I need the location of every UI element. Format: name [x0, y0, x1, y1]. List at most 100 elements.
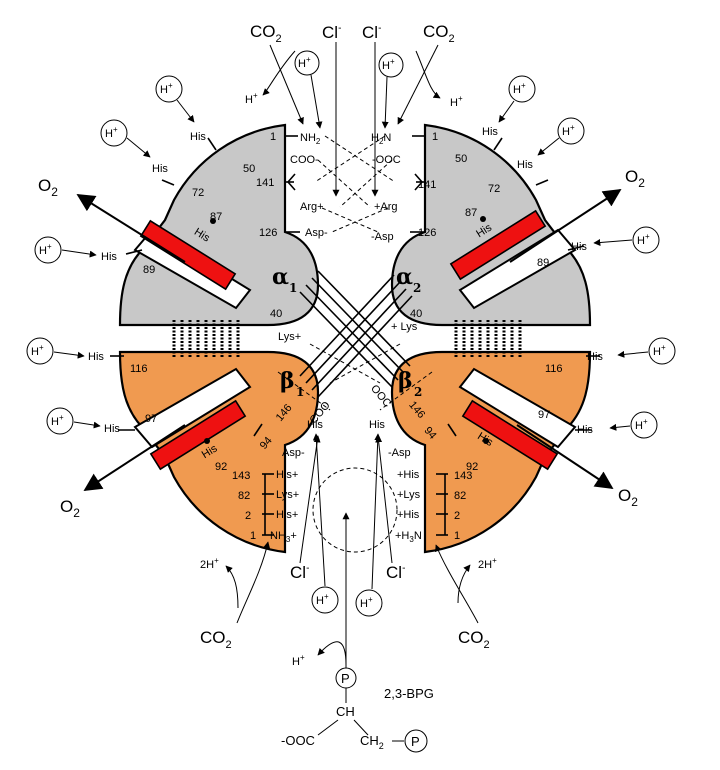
- beta1-label: β: [280, 368, 295, 394]
- h-plus: H+: [637, 232, 650, 247]
- alpha2-subunit: [390, 123, 592, 327]
- cl-top-right: Cl-: [362, 23, 381, 42]
- num: 126: [418, 227, 436, 239]
- o2-top-left: O2: [38, 176, 58, 199]
- h-plus: H+: [635, 417, 648, 432]
- num: 1: [432, 131, 438, 143]
- asp-left: Asp-: [305, 227, 328, 239]
- num: 143: [232, 470, 250, 482]
- bpg-structure: P CH -OOC CH2 P 2,3-BPG: [281, 667, 434, 753]
- num: 92: [466, 461, 478, 473]
- alpha2-beta2-contact: [454, 320, 522, 358]
- num: 1: [454, 530, 460, 542]
- his-right-97: His: [577, 424, 593, 436]
- beta1-sub: 1: [296, 385, 304, 399]
- his-2-right: +His: [397, 509, 420, 521]
- ch-label: CH: [336, 704, 355, 719]
- nh2-left: NH2: [300, 132, 321, 146]
- coo-left: COO-: [290, 154, 319, 166]
- num: 1: [250, 530, 256, 542]
- heme-alpha2: [449, 209, 547, 281]
- alpha2-label: α: [396, 264, 413, 290]
- beta2-subunit: [390, 350, 592, 554]
- lys-right: + Lys: [391, 321, 418, 333]
- h2n-right: H2N: [371, 132, 391, 146]
- asp-94-right: -Asp: [388, 447, 411, 459]
- lys-82-right: +Lys: [397, 489, 421, 501]
- his-2-left: His+: [276, 509, 298, 521]
- co2-top-left: CO2: [250, 22, 282, 45]
- num: 72: [192, 187, 204, 199]
- alpha2-beta1-contact: [299, 274, 413, 398]
- asp-right: -Asp: [371, 231, 394, 243]
- side-chain-ticks: [110, 135, 600, 536]
- num: 50: [455, 153, 467, 165]
- ooc-right: -OOC: [372, 154, 401, 166]
- heme-groups: [139, 209, 559, 471]
- h-plus: H+: [298, 55, 311, 70]
- num: 141: [256, 177, 274, 189]
- two-h-plus: 2H+: [478, 556, 497, 571]
- num: 143: [454, 470, 472, 482]
- ooc-label: -OOC: [281, 733, 315, 748]
- o2-bottom-left: O2: [60, 497, 80, 520]
- heme-iron-dots: [204, 216, 489, 444]
- h3n-right: +H3N: [395, 530, 422, 544]
- h-plus: H+: [105, 125, 118, 140]
- beta2-sub: 2: [414, 385, 422, 399]
- cl-bottom-right: Cl-: [386, 563, 405, 582]
- nh3-left: NH3+: [270, 530, 297, 544]
- num: 126: [259, 227, 277, 239]
- num: 89: [143, 264, 155, 276]
- arg-left: Arg+: [300, 201, 324, 213]
- h-plus: H+: [382, 57, 395, 72]
- lys-left: Lys+: [278, 331, 301, 343]
- h-plus: H+: [39, 242, 52, 257]
- h-plus-free: H+: [245, 91, 258, 106]
- num: 97: [145, 413, 157, 425]
- his-left-2: His: [152, 163, 168, 175]
- h-plus: H+: [51, 413, 64, 428]
- his-right-3: His: [571, 241, 587, 253]
- two-h-plus: 2H+: [200, 556, 219, 571]
- num: 141: [418, 179, 436, 191]
- num: 72: [488, 183, 500, 195]
- proton-labels: H+ H+ H+ H+ H+ H+ H+ H+ H+ H+ H+ H+ H+ H…: [31, 55, 666, 668]
- heme-alpha1: [139, 219, 237, 291]
- heme-beta1: [149, 399, 247, 471]
- his-146-right: His: [369, 419, 385, 431]
- h-plus: H+: [562, 123, 575, 138]
- alpha1-label: α: [272, 264, 289, 290]
- ooc-bottom: OOC: [368, 383, 393, 410]
- co2-top-right: CO2: [423, 22, 455, 45]
- heme-beta2: [461, 399, 559, 471]
- molecule-labels: CO2 CO2 CO2 CO2 Cl- Cl- Cl- Cl- O2 O2 O2…: [38, 22, 645, 651]
- num: 82: [238, 490, 250, 502]
- num: 89: [537, 257, 549, 269]
- proton-circles: [26, 50, 676, 617]
- alpha2-sub: 2: [413, 281, 421, 295]
- num: 2: [454, 510, 460, 522]
- h-plus: H+: [653, 343, 666, 358]
- his-right-2: His: [517, 159, 533, 171]
- h-plus: H+: [31, 343, 44, 358]
- phosphate-label: P: [411, 734, 420, 749]
- his-left-116: His: [88, 351, 104, 363]
- beta2-label: β: [398, 368, 413, 394]
- lys-82-left: Lys+: [276, 489, 299, 501]
- o2-bottom-right: O2: [618, 486, 638, 509]
- o2-top-right: O2: [625, 167, 645, 190]
- h-plus: H+: [513, 81, 526, 96]
- num: 40: [270, 308, 282, 320]
- num: 2: [245, 510, 251, 522]
- num: 87: [465, 207, 477, 219]
- his-143-left: His+: [276, 469, 298, 481]
- num: 116: [130, 363, 148, 375]
- co2-bottom-left: CO2: [200, 628, 232, 651]
- num: 1: [270, 131, 276, 143]
- his-left-97: His: [104, 423, 120, 435]
- salt-bridges: [277, 135, 433, 553]
- ch2-label: CH2: [360, 733, 384, 751]
